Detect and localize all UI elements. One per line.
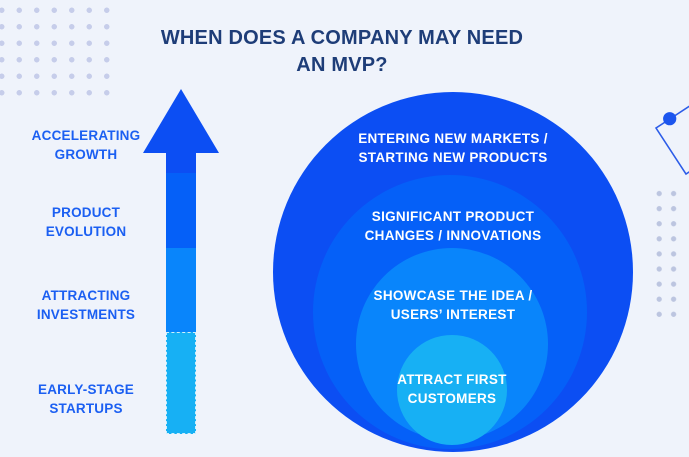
ring-label-line: ENTERING NEW MARKETS / (358, 131, 548, 146)
ring-label-line: USERS’ INTEREST (390, 306, 516, 322)
dot-grid-right-icon (652, 186, 682, 323)
arrow-segment-product-evolution (166, 173, 196, 248)
arrow-segment-early-stage-startups (166, 332, 196, 434)
stage-label-accelerating-growth: ACCELERATING GROWTH (4, 127, 168, 164)
stage-label-product-evolution: PRODUCT EVOLUTION (4, 204, 168, 241)
stage-label-line: PRODUCT (51, 205, 121, 220)
ring-label-line: STARTING NEW PRODUCTS (358, 149, 548, 165)
stage-label-attracting-investments: ATTRACTING INVESTMENTS (4, 287, 168, 324)
ring-label-line: CUSTOMERS (407, 390, 497, 406)
stage-label-line: EVOLUTION (45, 223, 127, 239)
diamond-corner-dot-icon (663, 112, 677, 126)
ring-label-line: SIGNIFICANT PRODUCT (371, 209, 535, 224)
stage-label-early-stage-startups: EARLY-STAGE STARTUPS (4, 381, 168, 418)
ring-label-attract-first-customers: ATTRACT FIRST CUSTOMERS (352, 371, 552, 408)
ring-label-showcase-the-idea: SHOWCASE THE IDEA / USERS’ INTEREST (303, 287, 603, 324)
page-title-line1: WHEN DOES A COMPANY MAY NEED (160, 27, 524, 49)
dot-grid-topleft-icon (0, 2, 117, 102)
stage-label-line: GROWTH (54, 146, 118, 162)
ring-label-line: CHANGES / INNOVATIONS (364, 227, 542, 243)
ring-label-line: ATTRACT FIRST (397, 372, 507, 387)
page-title-line2: AN MVP? (296, 54, 388, 76)
ring-attract-first-customers (397, 335, 507, 445)
arrow-head-icon (143, 89, 219, 153)
ring-label-significant-product-changes: SIGNIFICANT PRODUCT CHANGES / INNOVATION… (303, 208, 603, 245)
ring-label-line: SHOWCASE THE IDEA / (373, 288, 533, 303)
page-title: WHEN DOES A COMPANY MAY NEED AN MVP? (142, 25, 542, 79)
stage-label-line: EARLY-STAGE (38, 382, 134, 397)
stage-label-line: ATTRACTING (41, 288, 131, 303)
stage-label-line: INVESTMENTS (36, 306, 136, 322)
stage-label-line: ACCELERATING (31, 128, 141, 143)
arrow-segment-accelerating-growth (166, 153, 196, 173)
ring-label-entering-new-markets: ENTERING NEW MARKETS / STARTING NEW PROD… (303, 130, 603, 167)
stage-label-line: STARTUPS (49, 400, 123, 416)
arrow-segment-attracting-investments (166, 248, 196, 332)
diamond-outline-icon (654, 105, 689, 176)
